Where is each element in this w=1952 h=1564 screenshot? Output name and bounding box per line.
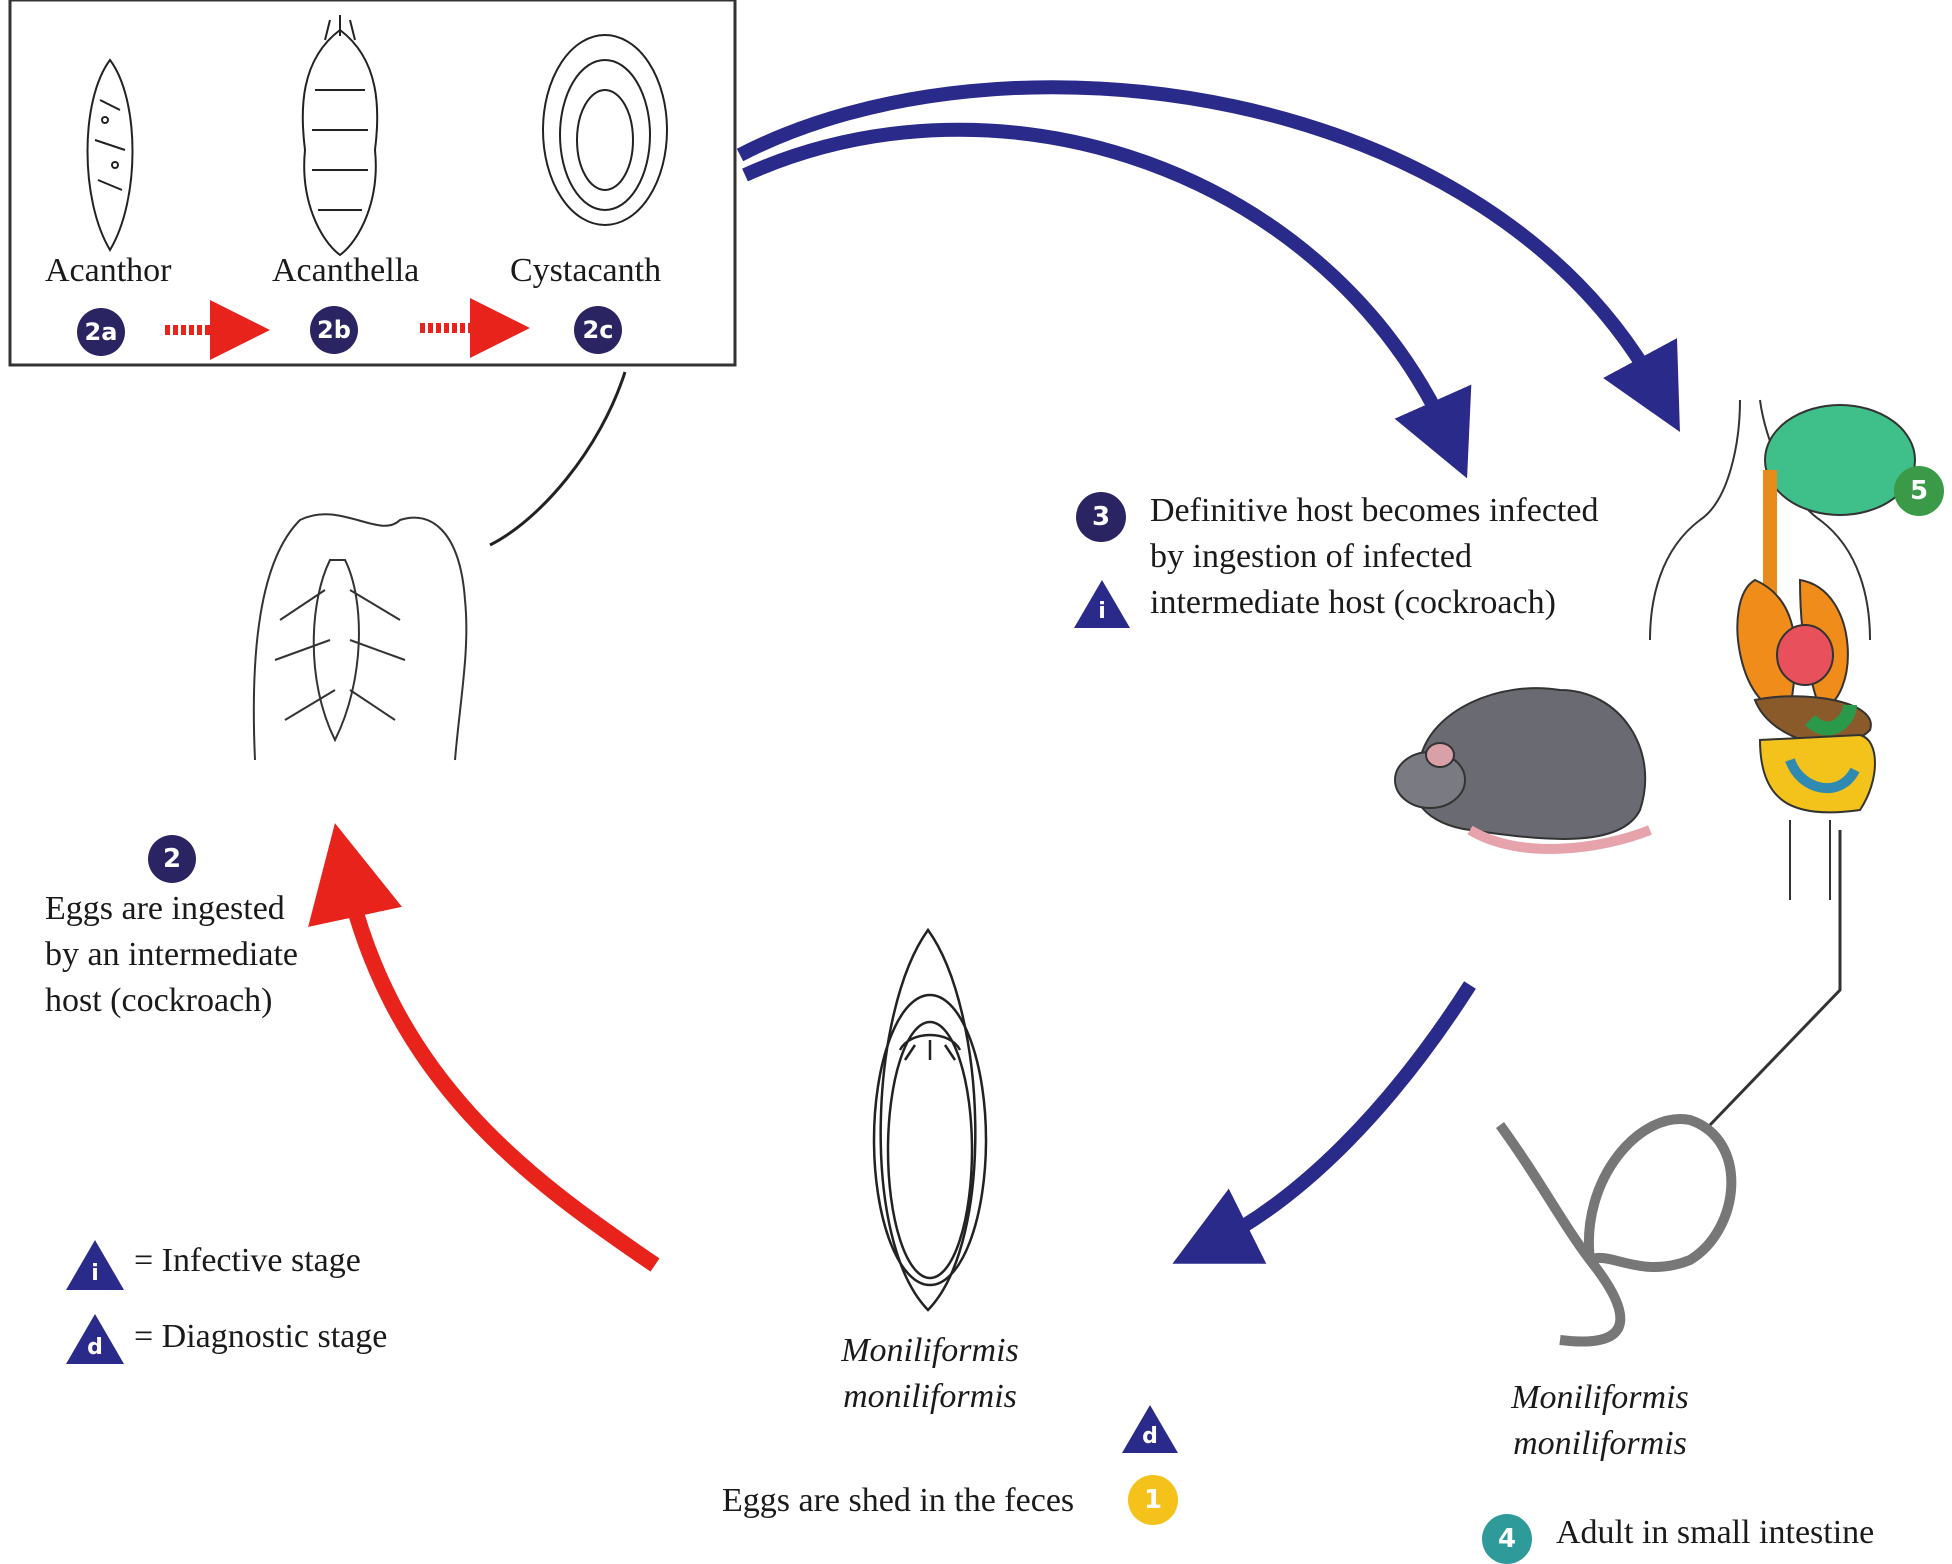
acanthella-label: Acanthella — [272, 252, 420, 289]
cystacanth-drawing — [542, 34, 668, 226]
step2-line2: by an intermediate — [45, 936, 299, 973]
step2-line1: Eggs are ingested — [45, 890, 285, 927]
rat-drawing — [1394, 687, 1652, 854]
infective-triangle-3: i — [1072, 578, 1132, 630]
badge-5: 5 — [1894, 466, 1944, 516]
arrow-to-rat — [742, 122, 1472, 479]
worm-species-line2: moniliformis — [1513, 1425, 1687, 1462]
legend-infective-text: = Infective stage — [134, 1242, 361, 1279]
step4-text: Adult in small intestine — [1556, 1514, 1875, 1551]
acanthor-drawing — [86, 58, 134, 252]
egg-drawing — [872, 927, 988, 1312]
arrow-to-cockroach — [308, 823, 660, 1272]
acanthella-drawing — [301, 15, 379, 257]
connector-human-worm — [1708, 830, 1842, 1127]
step3-line2: by ingestion of infected — [1150, 538, 1472, 575]
badge-2b: 2b — [310, 306, 358, 354]
badge-2: 2 — [148, 835, 196, 883]
badge-2c: 2c — [574, 306, 622, 354]
cystacanth-label: Cystacanth — [510, 252, 662, 289]
badge-1: 1 — [1128, 1475, 1178, 1525]
egg-species-line1: Moniliformis — [841, 1332, 1019, 1369]
arrow-to-eggs — [1172, 981, 1476, 1264]
step3-line3: intermediate host (cockroach) — [1150, 584, 1556, 621]
legend-diagnostic-text: = Diagnostic stage — [134, 1318, 388, 1355]
badge-3: 3 — [1076, 492, 1126, 542]
connector-box-cockroach — [489, 371, 627, 547]
step2-line3: host (cockroach) — [45, 982, 273, 1019]
step1-text: Eggs are shed in the feces — [722, 1482, 1075, 1519]
egg-species-line2: moniliformis — [843, 1378, 1017, 1415]
step3-line1: Definitive host becomes infected — [1150, 492, 1599, 529]
arrow-to-human — [736, 80, 1680, 432]
legend-infective-icon: i — [64, 1238, 126, 1292]
badge-2a: 2a — [77, 308, 125, 356]
diagnostic-triangle-1: d — [1120, 1403, 1180, 1455]
worm-species-line1: Moniliformis — [1511, 1379, 1689, 1416]
badge-4: 4 — [1482, 1514, 1532, 1564]
human-figure — [1649, 399, 1916, 900]
legend-diagnostic-icon: d — [64, 1312, 126, 1366]
acanthor-label: Acanthor — [45, 252, 172, 289]
adult-worm-drawing — [1495, 1114, 1737, 1347]
stages-box — [8, 0, 737, 367]
cockroach-drawing — [252, 513, 468, 761]
